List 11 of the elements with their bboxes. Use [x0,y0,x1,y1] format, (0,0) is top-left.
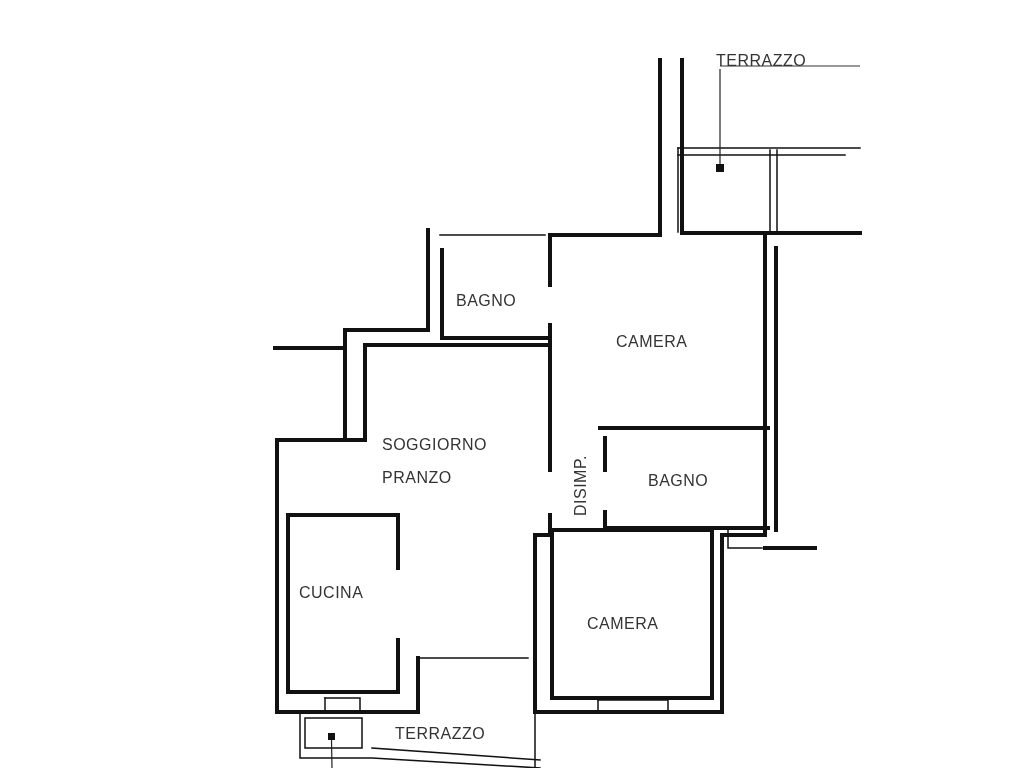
room-label: CAMERA [616,325,716,358]
room-label: DISIMP. [572,455,590,516]
room-label: CAMERA [587,607,687,640]
room-label: CUCINA [299,576,389,609]
room-label: BAGNO [648,464,738,497]
room-label: TERRAZZO [395,717,515,750]
room-label: SOGGIORNO PRANZO [382,428,512,494]
room-label: BAGNO [456,284,546,317]
room-label: TERRAZZO [716,44,826,77]
leader-line [330,739,333,768]
leader-line [719,68,721,165]
